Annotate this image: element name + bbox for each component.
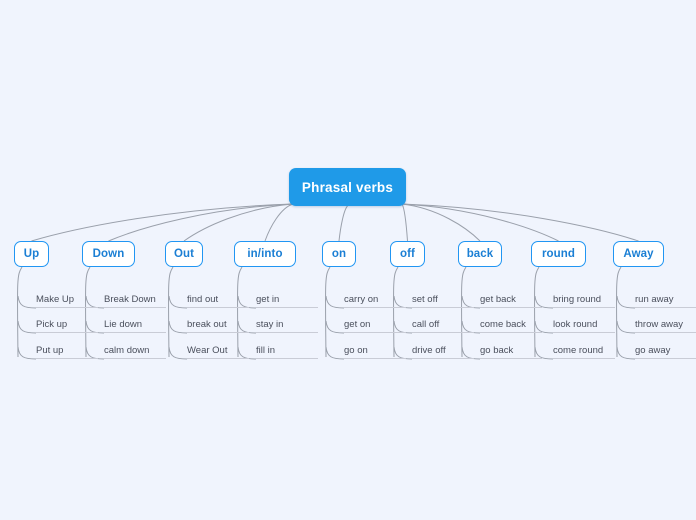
leaf-item-label: get back — [480, 294, 516, 305]
root-node-phrasal-verbs[interactable]: Phrasal verbs — [289, 168, 406, 206]
leaf-item-label: Lie down — [104, 319, 143, 330]
leaf-item[interactable]: find out — [187, 286, 249, 308]
leaf-item[interactable]: break out — [187, 311, 249, 333]
leaf-item[interactable]: bring round — [553, 286, 615, 308]
leaf-item-label: come back — [480, 319, 526, 330]
leaf-item[interactable]: set off — [412, 286, 474, 308]
branch-node-out[interactable]: Out — [165, 241, 203, 267]
branch-node-label: Up — [23, 248, 40, 260]
leaf-item[interactable]: fill in — [256, 337, 318, 359]
leaf-item[interactable]: get on — [344, 311, 406, 333]
leaf-item-label: run away — [635, 294, 674, 305]
leaf-item-label: stay in — [256, 319, 284, 330]
branch-node-label: off — [400, 248, 415, 260]
leaf-item[interactable]: get in — [256, 286, 318, 308]
leaf-item-label: Wear Out — [187, 345, 228, 356]
leaf-item[interactable]: calm down — [104, 337, 166, 359]
leaf-item[interactable]: go away — [635, 337, 696, 359]
branch-node-label: Down — [92, 248, 125, 260]
leaf-item-label: Make Up — [36, 294, 75, 305]
leaf-item[interactable]: stay in — [256, 311, 318, 333]
leaf-item[interactable]: come round — [553, 337, 615, 359]
leaf-item-label: go back — [480, 345, 514, 356]
leaf-item-label: fill in — [256, 345, 276, 356]
leaf-item[interactable]: drive off — [412, 337, 474, 359]
leaf-item-label: come round — [553, 345, 604, 356]
leaf-item[interactable]: go back — [480, 337, 542, 359]
branch-node-up[interactable]: Up — [14, 241, 49, 267]
leaf-item-label: bring round — [553, 294, 602, 305]
leaf-item[interactable]: run away — [635, 286, 696, 308]
branch-node-in-into[interactable]: in/into — [234, 241, 296, 267]
leaf-item[interactable]: look round — [553, 311, 615, 333]
leaf-item-label: go on — [344, 345, 368, 356]
leaf-item-label: set off — [412, 294, 438, 305]
leaf-item-label: carry on — [344, 294, 379, 305]
leaf-item[interactable]: get back — [480, 286, 542, 308]
branch-node-label: Out — [173, 248, 195, 260]
leaf-item-label: call off — [412, 319, 440, 330]
leaf-item[interactable]: throw away — [635, 311, 696, 333]
leaf-item-label: throw away — [635, 319, 684, 330]
leaf-item-label: go away — [635, 345, 671, 356]
branch-node-label: back — [466, 248, 494, 260]
leaf-item-label: Pick up — [36, 319, 68, 330]
branch-node-back[interactable]: back — [458, 241, 502, 267]
leaf-item[interactable]: Lie down — [104, 311, 166, 333]
branch-node-label: round — [541, 248, 576, 260]
leaf-item[interactable]: carry on — [344, 286, 406, 308]
leaf-item-label: break out — [187, 319, 227, 330]
branch-node-label: on — [331, 248, 347, 260]
leaf-item-label: find out — [187, 294, 219, 305]
branch-node-round[interactable]: round — [531, 241, 586, 267]
leaf-item[interactable]: Wear Out — [187, 337, 249, 359]
leaf-item-label: calm down — [104, 345, 150, 356]
leaf-item-label: drive off — [412, 345, 446, 356]
leaf-item-label: get on — [344, 319, 371, 330]
leaf-item-label: Break Down — [104, 294, 156, 305]
branch-node-down[interactable]: Down — [82, 241, 135, 267]
branch-node-label: Away — [623, 248, 654, 260]
leaf-item[interactable]: call off — [412, 311, 474, 333]
root-node-label: Phrasal verbs — [301, 179, 394, 195]
leaf-item[interactable]: go on — [344, 337, 406, 359]
branch-node-off[interactable]: off — [390, 241, 425, 267]
leaf-item[interactable]: come back — [480, 311, 542, 333]
leaf-item[interactable]: Make Up — [36, 286, 98, 308]
leaf-item[interactable]: Put up — [36, 337, 98, 359]
leaf-item-label: look round — [553, 319, 598, 330]
branch-node-away[interactable]: Away — [613, 241, 664, 267]
leaf-item[interactable]: Pick up — [36, 311, 98, 333]
leaf-item-label: get in — [256, 294, 280, 305]
leaf-item-label: Put up — [36, 345, 64, 356]
leaf-item[interactable]: Break Down — [104, 286, 166, 308]
branch-node-label: in/into — [247, 248, 283, 260]
branch-node-on[interactable]: on — [322, 241, 356, 267]
